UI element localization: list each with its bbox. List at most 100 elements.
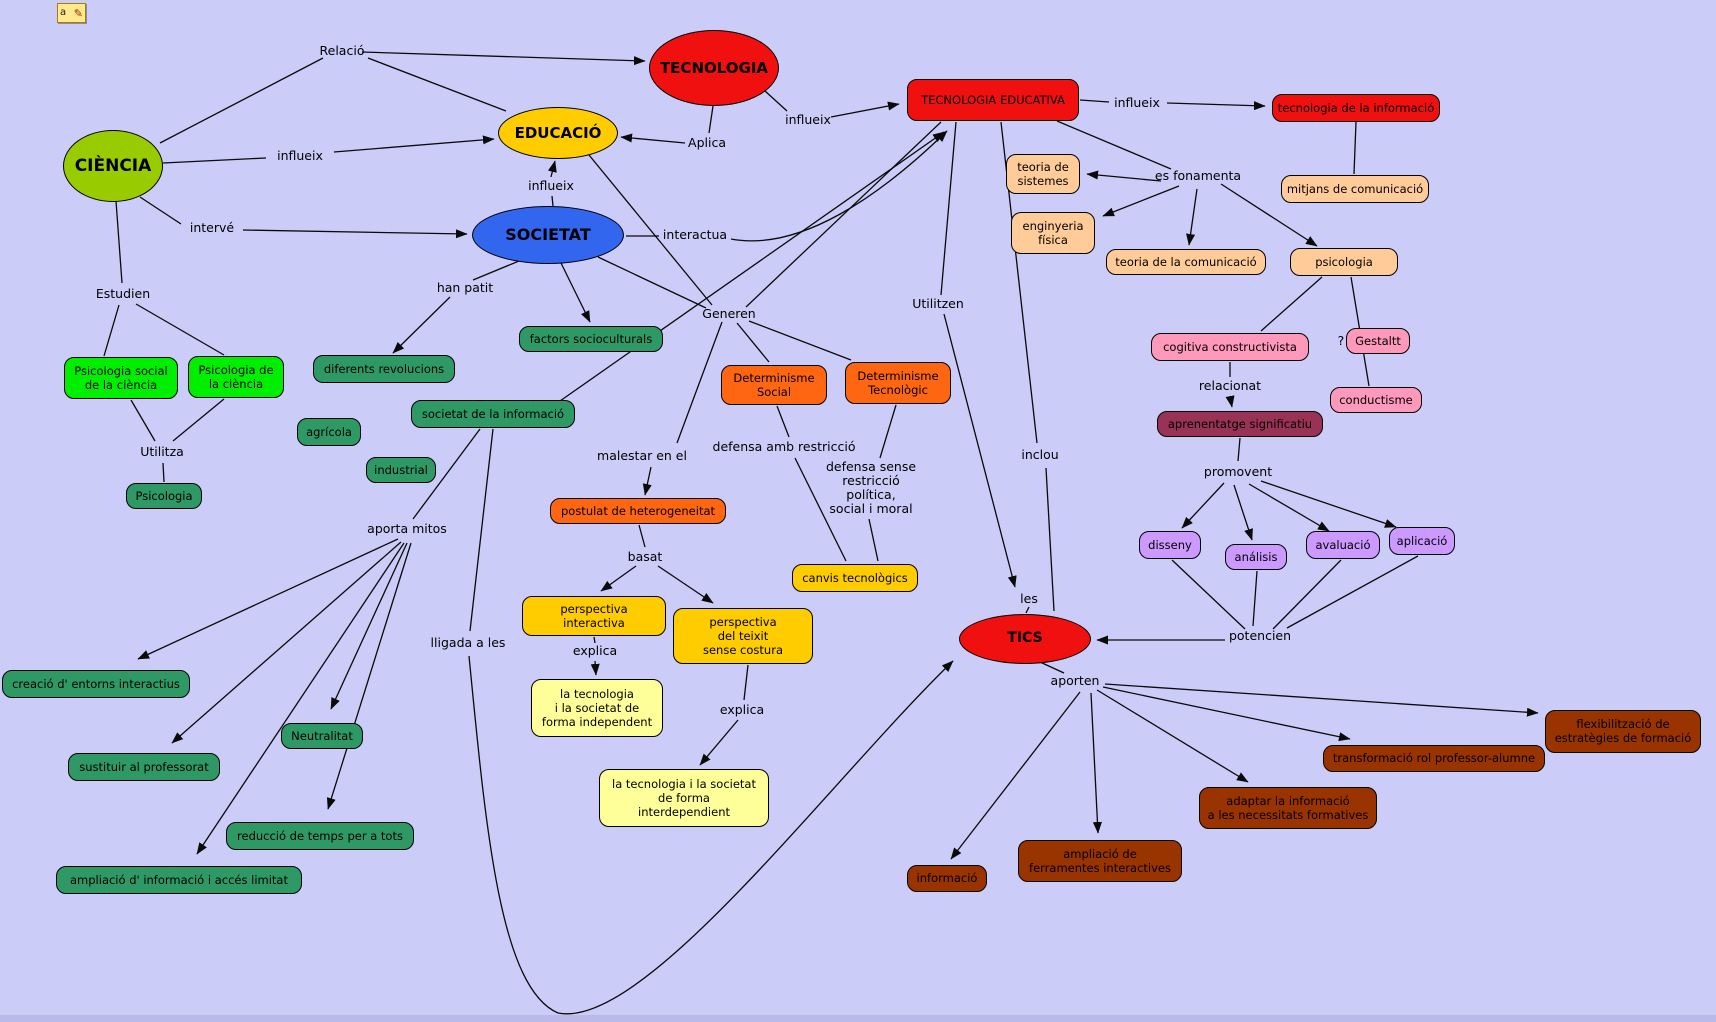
annotation-note-icon[interactable]: a ✎ [57, 3, 86, 23]
psicologia-social-de-la-ciencia-node[interactable]: Psicologia social de la ciència [64, 357, 178, 399]
aplica-link-label[interactable]: Aplica [688, 135, 726, 150]
aporten-link-label[interactable]: aporten [1050, 673, 1100, 688]
defensa-sense-restriccio-link-label[interactable]: defensa sense restricció política, socia… [825, 459, 917, 516]
perspectiva-del-teixit-node[interactable]: perspectiva del teixit sense costura [673, 608, 813, 664]
edge-line [1102, 686, 1351, 742]
canvis-tecnologics-node[interactable]: canvis tecnològics [792, 564, 918, 592]
influeix-ciencia-educacio-link-label[interactable]: influeix [277, 148, 323, 163]
mitjans-de-comunicacio-node[interactable]: mitjans de comunicació [1281, 175, 1429, 203]
aporta-mitos-link-label[interactable]: aporta mitos [367, 521, 447, 536]
ampliacio-informacio-acces-limitat-node[interactable]: ampliació d' informació i accés limitat [56, 866, 302, 894]
informacio-node[interactable]: informació [907, 864, 987, 892]
gestaltt-node[interactable]: Gestaltt [1346, 328, 1410, 354]
diferents-revolucions-node[interactable]: diferents revolucions [313, 355, 455, 383]
disseny-node[interactable]: disseny [1139, 531, 1201, 559]
conductisme-node[interactable]: conductisme [1330, 387, 1422, 413]
tecnologia-societat-independent-node[interactable]: la tecnologia i la societat de forma ind… [531, 679, 663, 737]
edge-line [699, 719, 739, 766]
explica-independent-link-label[interactable]: explica [572, 643, 618, 658]
pencil-icon: ✎ [73, 6, 83, 20]
societat-node[interactable]: SOCIETAT [472, 206, 624, 264]
edge-line [676, 321, 723, 444]
cogitiva-constructivista-node[interactable]: cogitiva constructivista [1151, 333, 1309, 361]
interve-link-label[interactable]: intervé [189, 220, 235, 235]
flexibilitzacio-estrategies-node[interactable]: flexibilització de estratègies de formac… [1545, 709, 1701, 753]
enginyeria-fisica-node[interactable]: enginyeria física [1011, 212, 1095, 254]
educacio-node[interactable]: EDUCACIÓ [498, 107, 618, 159]
tecnologia-de-la-informacio-node[interactable]: tecnologia de la informació [1272, 94, 1440, 122]
tecnologia-educativa-node[interactable]: TECNOLOGIA EDUCATIVA [907, 79, 1079, 121]
malestar-en-el-link-label[interactable]: malestar en el [597, 448, 687, 463]
reduccio-de-temps-node[interactable]: reducció de temps per a tots [226, 822, 414, 850]
edge-line [1171, 559, 1246, 630]
influeix-te-tdi-link-label[interactable]: influeix [1114, 95, 1160, 110]
postulat-de-heterogeneitat-node[interactable]: postulat de heterogeneitat [550, 498, 726, 524]
psicologia-eina-node[interactable]: Psicologia [126, 483, 202, 509]
aprenentatge-significatiu-node[interactable]: aprenentatge significatiu [1157, 411, 1323, 437]
agricola-node[interactable]: agrícola [297, 418, 361, 446]
edge-line [1286, 555, 1419, 629]
factors-socioculturals-node[interactable]: factors socioculturals [519, 326, 663, 352]
explica-interdependent-link-label[interactable]: explica [719, 702, 765, 717]
psicologia-fonament-node[interactable]: psicologia [1290, 248, 1398, 276]
es-fonamenta-link-label[interactable]: es fonamenta [1154, 168, 1242, 183]
tics-node[interactable]: TICS [959, 614, 1091, 664]
edge-line [367, 57, 507, 112]
question-mark-link-label[interactable]: ? [1337, 333, 1345, 348]
estudien-link-label[interactable]: Estudien [95, 286, 151, 301]
tecnologia-societat-interdependent-node[interactable]: la tecnologia i la societat de forma int… [599, 769, 769, 827]
adaptar-la-informacio-node[interactable]: adaptar la informació a les necessitats … [1199, 787, 1377, 829]
edge-line [1233, 484, 1253, 541]
influeix-tecnologia-te-link-label[interactable]: influeix [785, 112, 831, 127]
edge-line [103, 304, 120, 357]
edge-line [593, 636, 596, 644]
sustituir-al-professorat-node[interactable]: sustituir al professorat [68, 753, 220, 781]
analisis-node[interactable]: análisis [1225, 544, 1287, 570]
societat-de-la-informacio-node[interactable]: societat de la informació [411, 400, 575, 428]
avaluacio-node[interactable]: avaluació [1306, 531, 1380, 559]
basat-link-label[interactable]: basat [627, 549, 663, 564]
transformacio-rol-node[interactable]: transformació rol professor-alumne [1323, 744, 1545, 772]
edge-line [597, 256, 707, 309]
perspectiva-interactiva-node[interactable]: perspectiva interactiva [522, 596, 666, 636]
generen-link-label[interactable]: Generen [702, 306, 756, 321]
utilitzen-link-label[interactable]: Utilitzen [912, 296, 964, 311]
aplicacio-node[interactable]: aplicació [1389, 527, 1455, 555]
ampliacio-ferramentes-node[interactable]: ampliació de ferramentes interactives [1018, 840, 1182, 882]
defensa-amb-restriccio-link-label[interactable]: defensa amb restricció [712, 439, 856, 454]
utilitza-link-label[interactable]: Utilitza [140, 444, 184, 459]
han-patit-link-label[interactable]: han patit [436, 280, 494, 295]
les-link-label[interactable]: les [1020, 591, 1038, 606]
neutralitat-node[interactable]: Neutralitat [281, 723, 363, 749]
edge-line [1104, 683, 1539, 717]
edge-line [730, 130, 948, 242]
interactua-link-label[interactable]: interactua [662, 227, 728, 242]
edge-line [620, 133, 686, 144]
edge-line [130, 399, 156, 442]
edge-line [657, 565, 714, 604]
psicologia-de-la-ciencia-node[interactable]: Psicologia de la ciència [188, 356, 284, 398]
industrial-node[interactable]: industrial [366, 457, 436, 483]
edge-line [1237, 437, 1241, 462]
influeix-societat-educacio-link-label[interactable]: influeix [528, 178, 574, 193]
creacio-entorns-interactius-node[interactable]: creació d' entorns interactius [2, 670, 190, 698]
ciencia-node[interactable]: CIÈNCIA [63, 130, 163, 202]
edge-line [162, 462, 165, 483]
edge-line [1272, 559, 1342, 630]
teoria-de-la-comunicacio-node[interactable]: teoria de la comunicació [1106, 249, 1266, 275]
bottom-edge-strip [0, 1015, 1716, 1022]
teoria-de-sistemes-node[interactable]: teoria de sistemes [1006, 154, 1080, 194]
determinisme-social-node[interactable]: Determinisme Social [721, 365, 827, 405]
relacionat-link-label[interactable]: relacionat [1198, 378, 1262, 393]
edge-line [830, 101, 900, 118]
edge-line [940, 121, 957, 296]
inclou-link-label[interactable]: inclou [1021, 447, 1059, 462]
promovent-link-label[interactable]: promovent [1203, 464, 1273, 479]
edge-line [115, 200, 123, 284]
determinisme-tecnologic-node[interactable]: Determinisme Tecnològic [845, 362, 951, 404]
relacio-link-label[interactable]: Relació [319, 43, 365, 58]
edge-line [743, 664, 749, 701]
tecnologia-node[interactable]: TECNOLOGIA [649, 30, 779, 106]
potencien-link-label[interactable]: potencien [1228, 628, 1292, 643]
lligada-a-les-link-label[interactable]: lligada a les [430, 635, 506, 650]
